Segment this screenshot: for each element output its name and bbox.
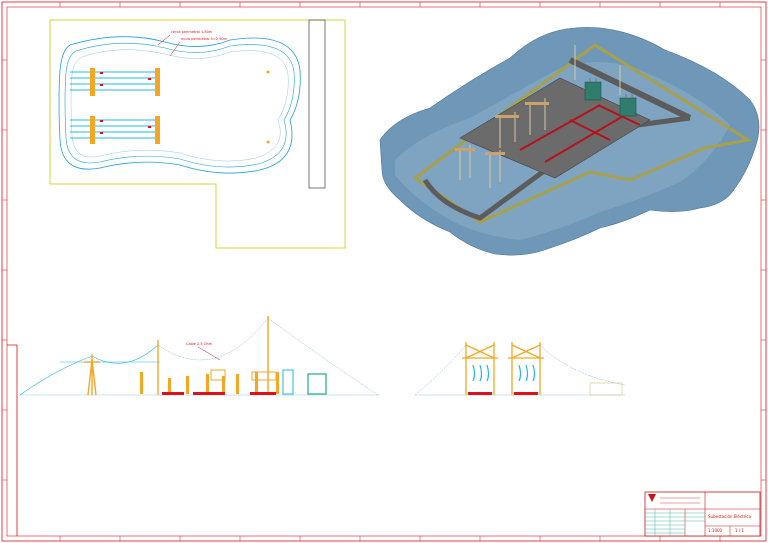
cable-callout: Cable 2,5 Ohm <box>186 342 213 346</box>
plan-view <box>49 19 346 249</box>
perimeter-wall <box>412 43 753 224</box>
elevation-view <box>19 316 380 396</box>
power-transformers <box>584 78 637 117</box>
plan-bay-2 <box>70 116 160 144</box>
wall-callout: muro perimetral h=2,50m <box>181 37 227 41</box>
perimeter-fence <box>58 36 301 174</box>
3d-view <box>379 27 760 256</box>
elevation-view-2 <box>414 342 626 396</box>
company-logo-icon <box>648 494 656 502</box>
scale-value: 1:1000 <box>708 528 723 533</box>
sheet-number: 1 / 1 <box>735 528 744 533</box>
project-title: Subestación Eléctrica <box>708 514 752 519</box>
fence-callout: cerca perimetral 1,80m <box>171 30 213 34</box>
access-road <box>422 115 691 221</box>
title-block <box>644 491 761 537</box>
plan-bay-1 <box>70 68 160 96</box>
